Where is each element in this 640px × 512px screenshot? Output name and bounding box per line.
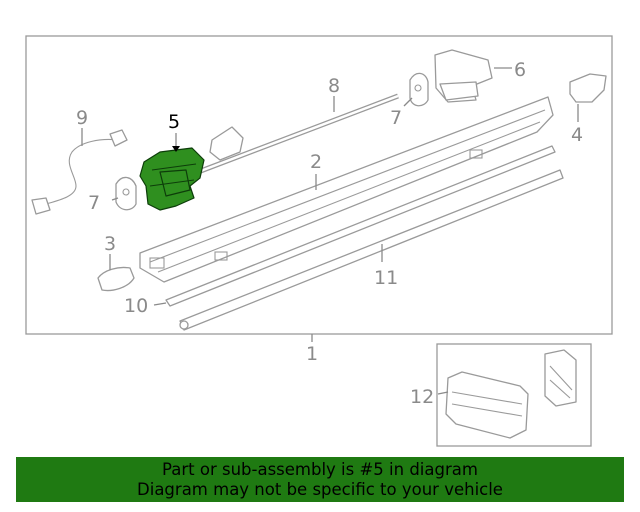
- callout-5: 5: [168, 111, 180, 133]
- small-bracket[interactable]: [209, 126, 244, 161]
- bracket-part-7-left[interactable]: [115, 176, 137, 211]
- callout-7-left: 7: [88, 192, 100, 214]
- banner-line-1: Part or sub-assembly is #5 in diagram: [162, 460, 478, 479]
- callout-12: 12: [410, 386, 434, 408]
- inset-bracket-part-12[interactable]: [445, 349, 577, 439]
- bracket-assembly-part-6[interactable]: [434, 49, 493, 103]
- info-banner: Part or sub-assembly is #5 in diagram Di…: [16, 457, 624, 502]
- callout-4: 4: [571, 124, 583, 146]
- callout-7-right: 7: [390, 107, 402, 129]
- inset-frame: [436, 343, 592, 447]
- end-cap-part-4[interactable]: [569, 73, 607, 103]
- bracket-part-7-right[interactable]: [409, 72, 429, 107]
- callout-9: 9: [76, 107, 88, 129]
- rocker-panel-part-2[interactable]: [139, 96, 554, 283]
- callout-10: 10: [124, 295, 148, 317]
- callout-6: 6: [514, 59, 526, 81]
- bottom-strip-part-11[interactable]: [179, 169, 564, 331]
- highlighted-bracket-part-5[interactable]: [139, 147, 205, 211]
- callout-11: 11: [374, 267, 398, 289]
- banner-line-2: Diagram may not be specific to your vehi…: [137, 480, 503, 499]
- lower-strip-part-10[interactable]: [165, 145, 556, 307]
- callout-8: 8: [328, 75, 340, 97]
- callout-2: 2: [310, 151, 322, 173]
- callout-3: 3: [104, 233, 116, 255]
- main-assembly-frame: [25, 35, 613, 335]
- callout-1: 1: [306, 343, 318, 365]
- wire-harness-part-9[interactable]: [31, 129, 128, 215]
- end-cap-part-3[interactable]: [97, 266, 135, 292]
- rod-part-8[interactable]: [197, 93, 399, 175]
